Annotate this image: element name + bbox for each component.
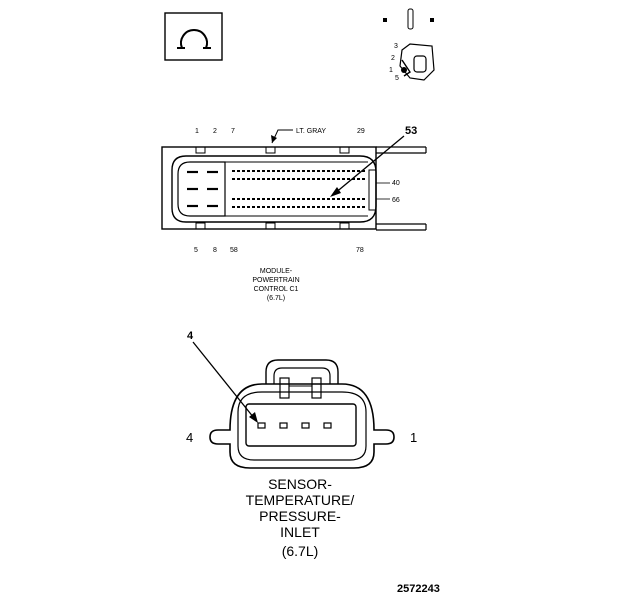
pcm-color-label: LT. GRAY <box>296 128 326 135</box>
pcm-connector: 1 2 7 LT. GRAY 29 53 <box>161 125 427 302</box>
sensor-caption-line-2: TEMPERATURE/ <box>246 492 355 508</box>
svg-text:1: 1 <box>389 67 393 74</box>
pcm-caption-line-2: POWERTRAIN <box>252 277 299 284</box>
sensor-connector: 4 4 1 SENSOR- TEMPERATURE/ PRESSURE- INL… <box>186 330 417 559</box>
pcm-top-pin-1: 1 <box>195 128 199 135</box>
pcm-top-pin-2: 2 <box>213 128 217 135</box>
terminal-detail-icon: 3 2 1 5 <box>383 8 435 82</box>
sensor-caption-line-4: INLET <box>280 524 320 540</box>
pcm-top-pin-29: 29 <box>357 128 365 135</box>
power-terminals <box>187 170 218 208</box>
sensor-caption-line-3: PRESSURE- <box>259 508 341 524</box>
svg-text:5: 5 <box>395 75 399 82</box>
pcm-side-pin-40: 40 <box>392 180 400 187</box>
pcm-side-pin-66: 66 <box>392 197 400 204</box>
pcm-caption: MODULE- POWERTRAIN CONTROL C1 (6.7L) <box>252 268 299 302</box>
pcm-bottom-pin-8: 8 <box>213 247 217 254</box>
pcm-caption-line-3: CONTROL C1 <box>254 286 299 293</box>
pcm-caption-line-4: (6.7L) <box>267 295 285 302</box>
signal-pin-rows <box>232 170 366 208</box>
pcm-caption-line-1: MODULE- <box>260 268 293 275</box>
pcm-bottom-pin-58: 58 <box>230 247 238 254</box>
svg-text:3: 3 <box>394 43 398 50</box>
pcm-bottom-pin-5: 5 <box>194 247 198 254</box>
terminal-symbol-icon <box>164 12 223 61</box>
sensor-pin-cavities <box>257 422 332 429</box>
sensor-pin-4-label: 4 <box>186 430 193 445</box>
pcm-bottom-pin-78: 78 <box>356 247 364 254</box>
sensor-pin-1-label: 1 <box>410 430 417 445</box>
figure-number: 2572243 <box>397 583 440 595</box>
svg-text:2: 2 <box>391 55 395 62</box>
sensor-caption-line-1: SENSOR- <box>268 476 332 492</box>
pcm-callout-number: 53 <box>405 125 417 137</box>
pcm-top-pin-7: 7 <box>231 128 235 135</box>
sensor-caption: SENSOR- TEMPERATURE/ PRESSURE- INLET (6.… <box>246 476 355 559</box>
sensor-caption-line-5: (6.7L) <box>282 543 319 559</box>
sensor-callout-number: 4 <box>187 330 194 342</box>
